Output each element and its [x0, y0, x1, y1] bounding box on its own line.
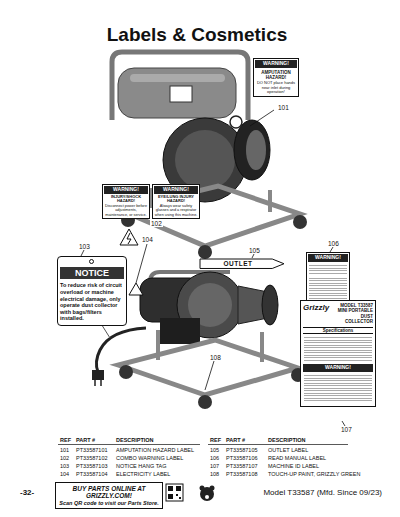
label-text: WARNING!: [255, 60, 297, 68]
table-cell: TOUCH-UP PAINT, GRIZZLY GREEN: [268, 471, 360, 477]
label-text: Scan QR code to visit our Parts Store.: [59, 500, 159, 506]
label-plate: WARNING!EYE/LUNG INJURY HAZARD!Always we…: [152, 184, 200, 219]
table-cell: PT33587108: [226, 471, 258, 477]
table-cell: PT33587103: [76, 463, 108, 469]
label-text: MODEL T33587 MINI PORTABLE DUST COLLECTO…: [333, 303, 373, 324]
table-header: REF: [60, 437, 71, 443]
table-cell: PT33587104: [76, 471, 108, 477]
table-cell: OUTLET LABEL: [268, 447, 308, 453]
fine-print: [304, 374, 372, 402]
table-cell: 103: [60, 463, 69, 469]
table-cell: PT33587107: [226, 463, 258, 469]
table-header: PART #: [226, 437, 245, 443]
table-header: PART #: [76, 437, 95, 443]
label-text: WARNING!: [154, 186, 198, 194]
table-cell: PT33587105: [226, 447, 258, 453]
label-text: INJURY/SHOCK HAZARD!: [104, 195, 148, 204]
table-cell: READ MANUAL LABEL: [268, 455, 326, 461]
label-text: NOTICE: [60, 267, 124, 279]
table-header: DESCRIPTION: [116, 437, 154, 443]
label-text: Always wear safety glasses and a respira…: [154, 204, 198, 217]
callout-number: 106: [327, 240, 340, 247]
tag-hole: [89, 259, 94, 264]
callout-number: 108: [209, 354, 222, 361]
table-cell: 101: [60, 447, 69, 453]
callout-number: 101: [277, 104, 290, 111]
label-plate: GrizzlyMODEL T33587 MINI PORTABLE DUST C…: [300, 300, 376, 407]
label-text: WARNING!: [104, 186, 148, 194]
table-rules: [58, 444, 348, 445]
callout-number: 107: [340, 426, 353, 433]
label-text: Specifications: [303, 327, 373, 334]
callout-number: 103: [78, 243, 91, 250]
label-text: DO NOT place hands near inlet during ope…: [255, 81, 297, 95]
label-text: Disconnect power before adjustments, mai…: [104, 204, 148, 217]
table-cell: 108: [210, 471, 219, 477]
table-cell: 104: [60, 471, 69, 477]
label-plate: OUTLET: [200, 259, 284, 268]
label-text: BUY PARTS ONLINE AT GRIZZLY.COM!: [59, 485, 159, 500]
label-text: EYE/LUNG INJURY HAZARD!: [154, 195, 198, 204]
table-cell: ELECTRICITY LABEL: [116, 471, 170, 477]
callout-number: 104: [141, 236, 154, 243]
table-cell: PT33587106: [226, 455, 258, 461]
table-header: REF: [210, 437, 221, 443]
fine-print: [304, 336, 372, 362]
page-title: Labels & Cosmetics: [0, 24, 397, 46]
table-header: DESCRIPTION: [268, 437, 306, 443]
table-cell: MACHINE ID LABEL: [268, 463, 319, 469]
label-plate: NOTICE To reduce risk of circuit overload…: [57, 256, 127, 326]
footer-icons: [166, 484, 215, 501]
fine-print: [309, 264, 347, 304]
label-plate: BUY PARTS ONLINE AT GRIZZLY.COM!Scan QR …: [55, 482, 163, 509]
table-cell: NOTICE HANG TAG: [116, 463, 167, 469]
table-cell: 106: [210, 455, 219, 461]
table-cell: PT33587102: [76, 455, 108, 461]
callout-number: 105: [248, 247, 261, 254]
table-cell: 107: [210, 463, 219, 469]
callout-number: 102: [150, 220, 163, 227]
label-text: WARNING!: [308, 254, 348, 262]
model-footer: Model T33587 (Mfd. Since 09/23): [240, 488, 382, 497]
table-cell: 102: [60, 455, 69, 461]
label-text: OUTLET: [204, 260, 272, 267]
table-cell: COMBO WARNING LABEL: [116, 455, 183, 461]
label-plate: WARNING! AMPUTATION HAZARD!DO NOT place h…: [253, 58, 299, 97]
page-number: -32-: [20, 488, 34, 497]
label-text: AMPUTATION HAZARD!: [255, 70, 297, 80]
top-dust-collector: [112, 52, 307, 259]
label-plate: WARNING!INJURY/SHOCK HAZARD!Disconnect p…: [102, 184, 150, 219]
label-text: To reduce risk of circuit overload or ma…: [60, 282, 124, 322]
label-text: WARNING!: [303, 364, 373, 372]
table-cell: 105: [210, 447, 219, 453]
table-cell: AMPUTATION HAZARD LABEL: [116, 447, 194, 453]
table-cell: PT33587101: [76, 447, 108, 453]
